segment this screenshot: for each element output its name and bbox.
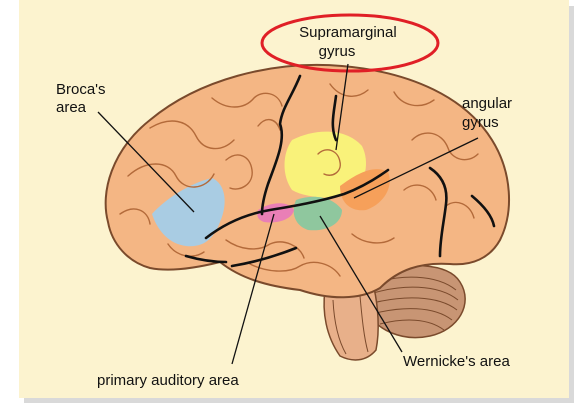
label-wernicke: Wernicke's area	[403, 353, 510, 370]
label-auditory: primary auditory area	[97, 372, 239, 389]
